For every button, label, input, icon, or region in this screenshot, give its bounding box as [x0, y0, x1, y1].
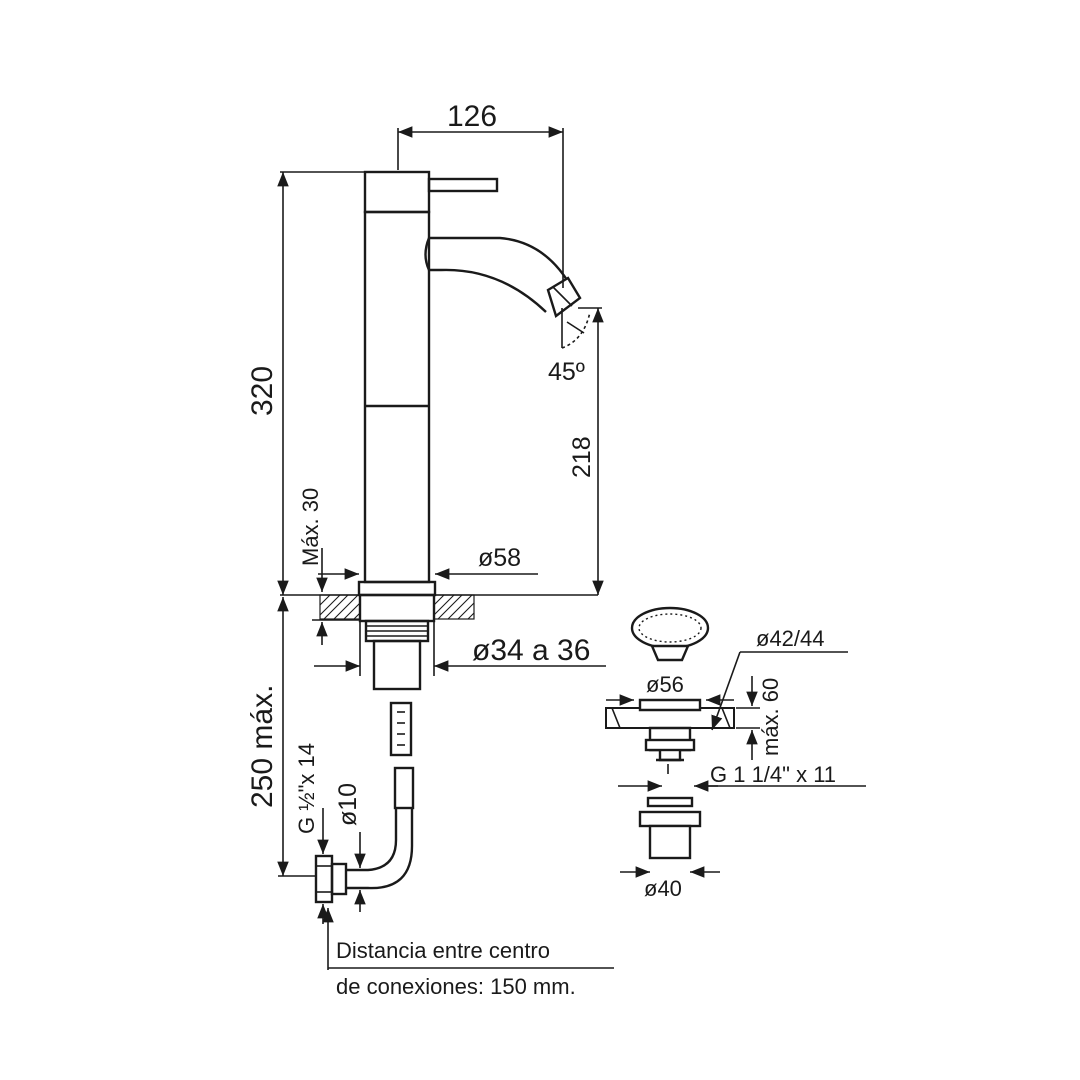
drain-assembly — [605, 606, 735, 860]
faucet-body — [357, 170, 499, 597]
dim-drain-max-thickness: máx. 60 — [758, 678, 783, 756]
dim-inlet-thread: G ½"x 14 — [294, 743, 319, 834]
dim-126: 126 — [447, 100, 497, 133]
note-line-1: Distancia entre centro — [336, 938, 550, 963]
dim-hole-diameter: ø34 a 36 — [472, 634, 590, 667]
dim-drain-top-diameter: ø42/44 — [756, 626, 825, 651]
dim-hose-length: 250 máx. — [246, 685, 279, 808]
countertop — [280, 594, 598, 620]
note-line-2: de conexiones: 150 mm. — [336, 974, 576, 999]
dim-base-diameter: ø58 — [478, 544, 521, 572]
dim-45-angle: 45º — [548, 358, 585, 386]
dim-drain-thread: G 1 1/4" x 11 — [710, 762, 836, 787]
dim-drain-flange-diameter: ø56 — [646, 672, 684, 697]
dim-max-30: Máx. 30 — [298, 488, 323, 566]
dimension-lines — [277, 126, 614, 970]
flexible-hose — [314, 701, 415, 904]
dim-320: 320 — [246, 366, 279, 416]
dim-drain-bottom-diameter: ø40 — [644, 876, 682, 901]
drain-dimension-lines — [606, 651, 866, 878]
dim-hose-diameter: ø10 — [334, 783, 362, 826]
dim-218: 218 — [568, 436, 596, 478]
fixing-assembly — [358, 593, 436, 691]
faucet-spout — [424, 236, 591, 349]
